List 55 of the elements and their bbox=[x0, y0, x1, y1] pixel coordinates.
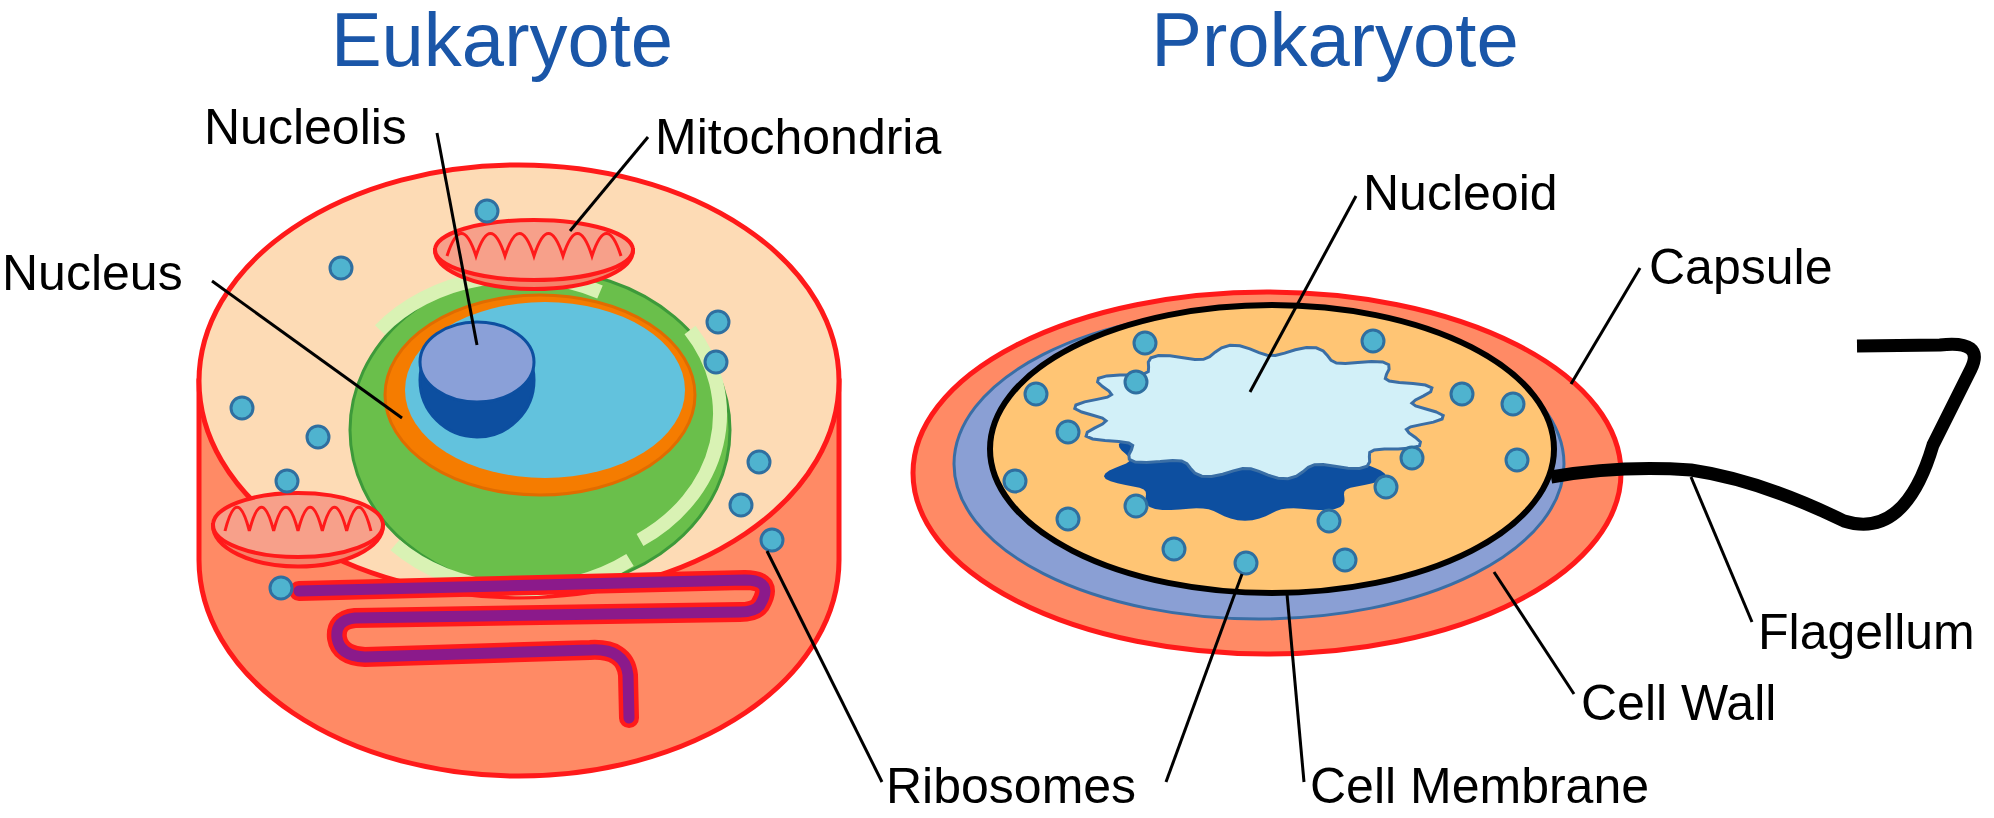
ribosome bbox=[268, 575, 294, 601]
ribosome bbox=[1002, 468, 1028, 494]
ribosome bbox=[328, 255, 354, 281]
part-label: Mitochondria bbox=[655, 111, 942, 164]
ribosome bbox=[1123, 493, 1149, 519]
ribosome bbox=[759, 527, 785, 553]
part-label: Nucleus bbox=[2, 247, 183, 300]
leader-line bbox=[1689, 476, 1754, 623]
flagellum bbox=[1549, 337, 1981, 531]
part-label: Cell Membrane bbox=[1310, 760, 1649, 813]
ribosome bbox=[703, 349, 729, 375]
leader-line bbox=[1285, 593, 1306, 783]
ribosome bbox=[728, 492, 754, 518]
ribosome bbox=[1161, 536, 1187, 562]
ribosome bbox=[1123, 369, 1149, 395]
ribosome bbox=[1399, 445, 1425, 471]
nucleolus bbox=[418, 320, 536, 439]
leader-line bbox=[1492, 571, 1576, 695]
part-label: Cell Wall bbox=[1581, 677, 1777, 730]
leader-line bbox=[765, 550, 884, 783]
ribosome bbox=[1316, 508, 1342, 534]
nucleoid bbox=[1073, 343, 1445, 521]
ribosome bbox=[1373, 474, 1399, 500]
part-label: Nucleolis bbox=[204, 101, 407, 154]
leader-line bbox=[1164, 573, 1244, 783]
ribosome bbox=[1360, 328, 1386, 354]
ribosome bbox=[705, 309, 731, 335]
ribosome bbox=[1233, 550, 1259, 576]
heading: Prokaryote bbox=[1151, 0, 1519, 80]
heading: Eukaryote bbox=[330, 0, 674, 80]
part-label: Capsule bbox=[1649, 241, 1833, 294]
part-label: Nucleoid bbox=[1363, 167, 1558, 220]
mitochondrion bbox=[433, 218, 635, 291]
part-label: Ribosomes bbox=[886, 760, 1137, 813]
ribosome bbox=[474, 198, 500, 224]
ribosome bbox=[229, 395, 255, 421]
ribosome bbox=[1504, 447, 1530, 473]
leader-line bbox=[1569, 267, 1642, 385]
part-label: Flagellum bbox=[1758, 606, 1975, 659]
nucleus bbox=[383, 293, 697, 497]
ribosome bbox=[1055, 419, 1081, 445]
ribosome bbox=[1132, 330, 1158, 356]
ribosome bbox=[1332, 547, 1358, 573]
capsule-layer bbox=[910, 289, 1624, 657]
ribosome bbox=[1055, 506, 1081, 532]
ribosome bbox=[1500, 391, 1526, 417]
leader-line bbox=[568, 136, 650, 232]
ribosome bbox=[1449, 381, 1475, 407]
leader-line bbox=[1248, 195, 1358, 393]
ribosome bbox=[274, 468, 300, 494]
leader-line bbox=[435, 132, 479, 346]
ribosome bbox=[305, 424, 331, 450]
leader-line bbox=[211, 279, 403, 420]
ribosome bbox=[1023, 381, 1049, 407]
ribosome bbox=[746, 449, 772, 475]
